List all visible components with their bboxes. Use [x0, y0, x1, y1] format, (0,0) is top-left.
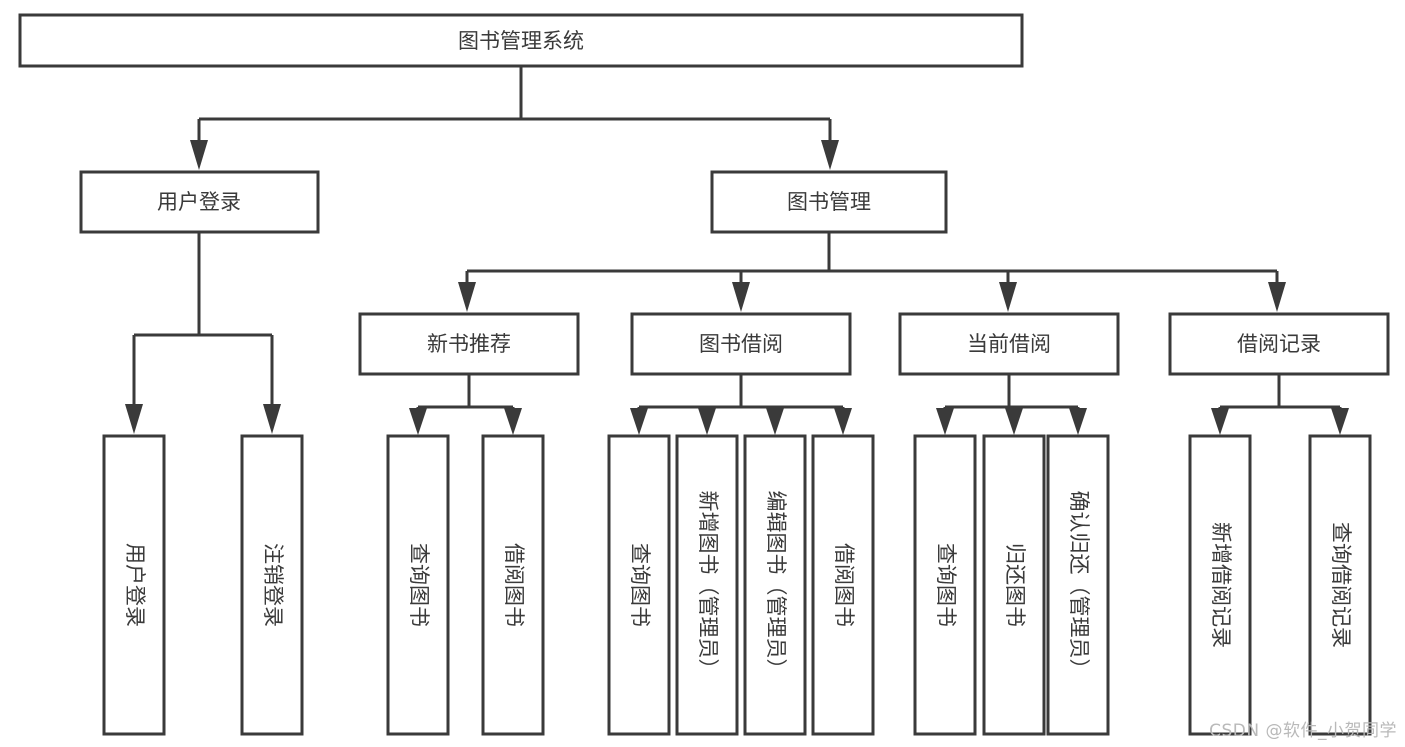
leaf-cb-query-label: 查询图书 [934, 543, 958, 627]
leaf-br-add-box[interactable] [1188, 434, 1252, 736]
leaf-user-login-label: 用户登录 [123, 543, 147, 627]
node-book-manage-label: 图书管理 [787, 190, 871, 214]
arrow-to-leaf-cb-query [936, 408, 954, 435]
node-root[interactable]: 图书管理系统 [18, 13, 1024, 68]
connector-book-manage-to-level2 [458, 232, 1286, 312]
arrow-to-leaf-user-logout [263, 404, 281, 434]
leaf-cb-confirm-label: 确认归还（管理员） [1067, 491, 1091, 680]
arrow-to-leaf-bb-borrow [834, 408, 852, 435]
leaf-user-logout[interactable]: 注销登录 [240, 434, 304, 736]
leaf-bb-edit-box[interactable] [743, 434, 807, 736]
node-user-login-box[interactable] [79, 170, 320, 234]
leaf-cb-return-label: 归还图书 [1003, 543, 1027, 627]
arrow-to-leaf-cb-confirm [1069, 408, 1087, 435]
leaf-cb-query[interactable]: 查询图书 [913, 434, 977, 736]
node-root-label: 图书管理系统 [458, 29, 584, 53]
leaf-bb-query-box[interactable] [607, 434, 671, 736]
leaf-cb-confirm-box[interactable] [1046, 434, 1110, 736]
arrow-to-book-borrow [732, 282, 750, 312]
node-borrow-record-label: 借阅记录 [1237, 332, 1321, 356]
leaf-bb-borrow-box[interactable] [811, 434, 875, 736]
arrow-to-new-book-recommend [458, 282, 476, 312]
connector-root-to-level1 [190, 66, 839, 170]
node-current-borrow-label: 当前借阅 [967, 332, 1051, 356]
arrow-to-borrow-record [1268, 282, 1286, 312]
arrow-to-leaf-bb-query [630, 408, 648, 435]
node-new-book-recommend[interactable]: 新书推荐 [358, 312, 580, 376]
connector-book-borrow-to-leaves [630, 374, 852, 435]
node-user-login-label: 用户登录 [157, 190, 241, 214]
leaf-user-login[interactable]: 用户登录 [102, 434, 166, 736]
leaf-br-query[interactable]: 查询借阅记录 [1308, 434, 1372, 736]
leaf-bb-query-label: 查询图书 [628, 543, 652, 627]
leaf-nbr-borrow-label: 借阅图书 [502, 543, 526, 627]
leaf-nbr-borrow-box[interactable] [481, 434, 545, 736]
node-borrow-record[interactable]: 借阅记录 [1168, 312, 1390, 376]
leaf-br-add-label: 新增借阅记录 [1209, 522, 1233, 648]
node-current-borrow[interactable]: 当前借阅 [898, 312, 1120, 376]
node-book-borrow-label: 图书借阅 [699, 332, 783, 356]
leaf-br-query-box[interactable] [1308, 434, 1372, 736]
leaf-cb-query-box[interactable] [913, 434, 977, 736]
connector-user-login-to-leaves [125, 232, 281, 434]
leaf-user-login-box[interactable] [102, 434, 166, 736]
arrow-to-current-borrow [999, 282, 1017, 312]
leaf-br-query-label: 查询借阅记录 [1329, 522, 1353, 648]
leaf-nbr-query[interactable]: 查询图书 [386, 434, 450, 736]
node-new-book-recommend-label: 新书推荐 [427, 332, 511, 356]
leaf-cb-return-box[interactable] [982, 434, 1046, 736]
connector-new-book-recommend-to-leaves [409, 374, 522, 435]
arrow-to-leaf-br-add [1211, 408, 1229, 435]
leaf-cb-confirm[interactable]: 确认归还（管理员） [1046, 434, 1110, 736]
arrow-to-leaf-bb-edit [766, 408, 784, 435]
connector-current-borrow-to-leaves [936, 374, 1087, 435]
arrow-to-leaf-cb-return [1005, 408, 1023, 435]
connector-borrow-record-to-leaves [1211, 374, 1349, 435]
leaf-bb-add-box[interactable] [675, 434, 739, 736]
leaf-nbr-query-label: 查询图书 [407, 543, 431, 627]
arrow-to-leaf-nbr-borrow [504, 408, 522, 435]
leaf-bb-borrow[interactable]: 借阅图书 [811, 434, 875, 736]
node-new-book-recommend-box[interactable] [358, 312, 580, 376]
leaf-user-logout-box[interactable] [240, 434, 304, 736]
arrow-to-leaf-nbr-query [409, 408, 427, 435]
leaf-bb-query[interactable]: 查询图书 [607, 434, 671, 736]
arrow-to-leaf-user-login [125, 404, 143, 434]
leaf-nbr-borrow[interactable]: 借阅图书 [481, 434, 545, 736]
leaf-bb-edit-label: 编辑图书（管理员） [764, 491, 788, 680]
node-book-manage[interactable]: 图书管理 [710, 170, 948, 234]
leaf-bb-borrow-label: 借阅图书 [832, 543, 856, 627]
arrow-to-leaf-bb-add [698, 408, 716, 435]
leaf-bb-add[interactable]: 新增图书（管理员） [675, 434, 739, 736]
csdn-watermark: CSDN @软件_小贺同学 [1209, 721, 1397, 741]
leaf-bb-add-label: 新增图书（管理员） [696, 491, 720, 680]
leaf-bb-edit[interactable]: 编辑图书（管理员） [743, 434, 807, 736]
leaf-br-add[interactable]: 新增借阅记录 [1188, 434, 1252, 736]
node-root-box[interactable] [18, 13, 1024, 68]
arrow-to-book-manage [821, 140, 839, 170]
node-user-login[interactable]: 用户登录 [79, 170, 320, 234]
leaf-user-logout-label: 注销登录 [261, 543, 285, 627]
arrow-to-leaf-br-query [1331, 408, 1349, 435]
node-book-borrow[interactable]: 图书借阅 [630, 312, 852, 376]
arrow-to-user-login [190, 140, 208, 170]
leaf-nbr-query-box[interactable] [386, 434, 450, 736]
leaf-cb-return[interactable]: 归还图书 [982, 434, 1046, 736]
node-current-borrow-box[interactable] [898, 312, 1120, 376]
